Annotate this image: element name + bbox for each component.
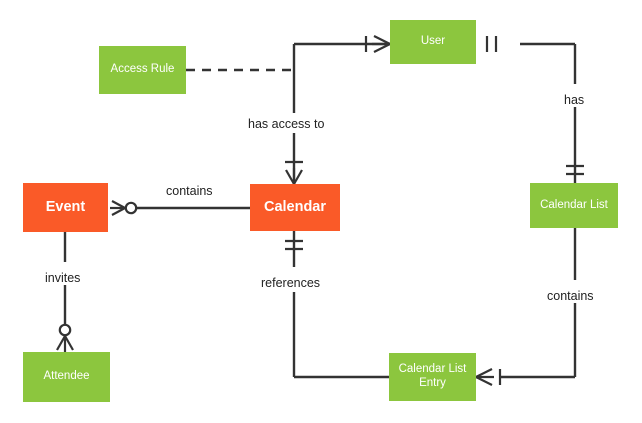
marker-contains-entry-one-or-many xyxy=(475,368,502,386)
marker-references-calendar-exactly-one xyxy=(285,239,303,251)
entity-calendar[interactable]: Calendar xyxy=(250,184,340,231)
edge-label-has-access-to: has access to xyxy=(245,117,328,131)
entity-calendar-list-entry[interactable]: Calendar List Entry xyxy=(389,353,476,401)
marker-invites-attendee-zero-or-many xyxy=(56,323,74,352)
marker-contains-event-zero-or-many xyxy=(110,200,138,216)
edge-label-contains-event: contains xyxy=(163,184,216,198)
entity-label: Attendee xyxy=(43,370,90,383)
edge-label-contains-entry: contains xyxy=(544,289,597,303)
entity-label: Access Rule xyxy=(110,63,175,76)
edge-label-has: has xyxy=(561,93,588,107)
marker-has-access-calendar-one-or-many xyxy=(285,160,303,185)
marker-has-calendarlist-exactly-one xyxy=(566,164,584,176)
entity-label: Event xyxy=(45,198,86,215)
entity-calendar-list[interactable]: Calendar List xyxy=(530,183,618,228)
entity-label: User xyxy=(420,35,446,48)
entity-label: Calendar List Entry xyxy=(398,363,467,389)
entity-user[interactable]: User xyxy=(390,20,476,64)
marker-has-user-exactly-one xyxy=(485,36,498,52)
edge-label-invites: invites xyxy=(42,271,84,285)
entity-attendee[interactable]: Attendee xyxy=(23,352,110,402)
entity-label: Calendar xyxy=(263,198,327,215)
marker-has-access-user-one-or-many xyxy=(364,35,391,53)
entity-label: Calendar List xyxy=(540,198,608,211)
entity-access-rule[interactable]: Access Rule xyxy=(99,46,186,94)
edge-label-references: references xyxy=(258,276,324,290)
entity-event[interactable]: Event xyxy=(23,183,108,232)
